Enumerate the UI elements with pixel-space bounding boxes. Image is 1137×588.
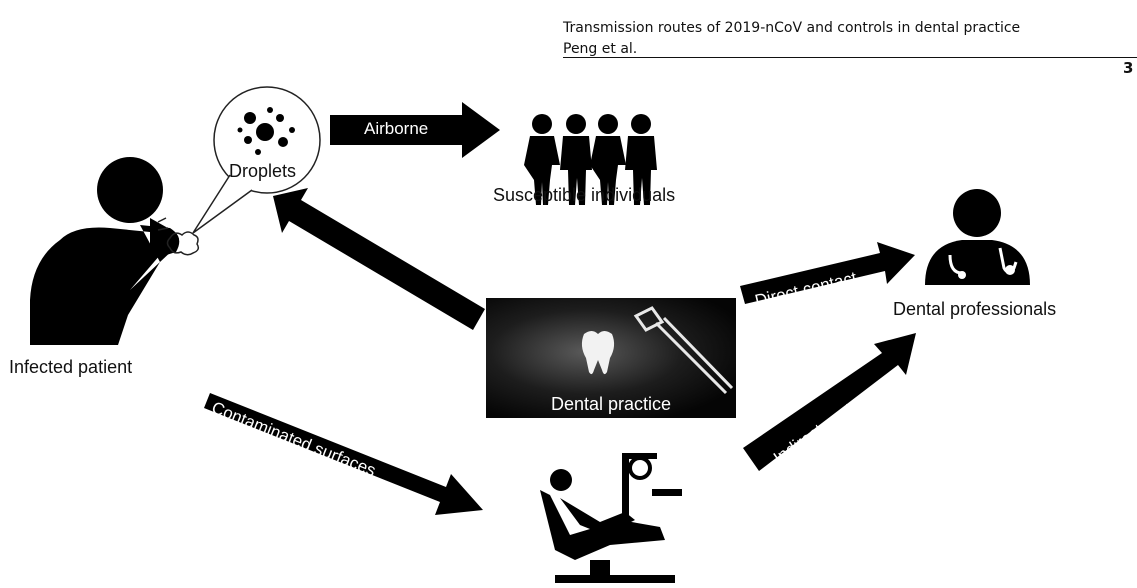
cough-puff-icon [157, 217, 200, 256]
dental-chair-icon [540, 453, 682, 583]
arrow-direct-contact [740, 242, 915, 304]
header-rule [563, 57, 1137, 58]
tooth-icon [581, 331, 615, 375]
paper-authors: Peng et al. [563, 41, 638, 57]
arrow-contaminated-surfaces [204, 393, 483, 515]
practice-illustration [581, 306, 734, 395]
infected-patient-label: Infected patient [9, 357, 133, 377]
droplets-bubble [192, 86, 321, 234]
arrow-indirect-contact [743, 333, 916, 471]
paper-title: Transmission routes of 2019-nCoV and con… [563, 20, 1021, 36]
doctor-icon [925, 189, 1030, 285]
arrow-airborne [330, 102, 500, 158]
coughing-person-icon [30, 157, 180, 345]
airborne-label: Airborne [364, 119, 429, 138]
dental-handpiece-icon [633, 306, 734, 395]
dental-practice-panel: Dental practice [486, 298, 736, 418]
arrow-droplets-aerosols [273, 188, 485, 330]
dental-professionals-label: Dental professionals [893, 299, 1057, 319]
droplets-label: Droplets [229, 161, 297, 181]
susceptible-individuals-label: Susceptible individuals [493, 185, 676, 205]
page-number: 3 [1123, 59, 1134, 77]
group-of-people-icon [524, 114, 657, 205]
dental-practice-label: Dental practice [550, 394, 672, 414]
paper-header: Transmission routes of 2019-nCoV and con… [563, 18, 1020, 60]
